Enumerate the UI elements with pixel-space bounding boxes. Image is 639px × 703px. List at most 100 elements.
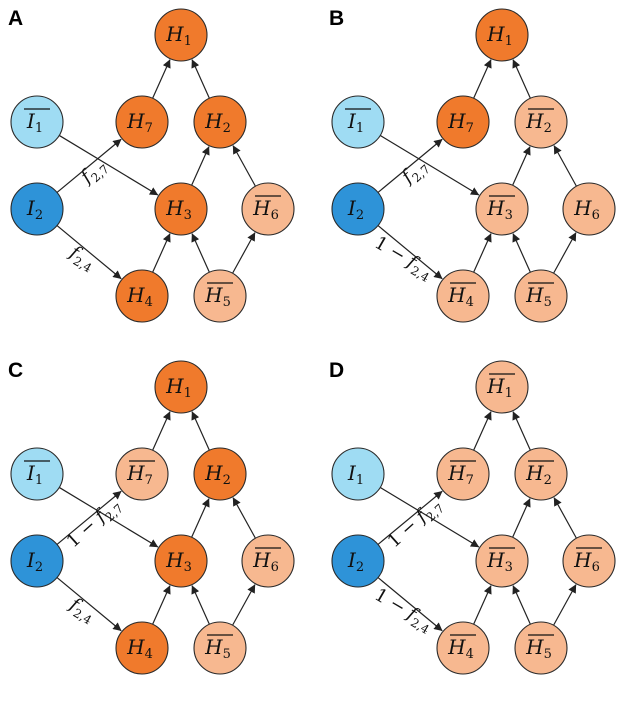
edge-label-text: f2,4 [63, 593, 99, 628]
node-h1: H1 [475, 360, 529, 414]
node-label: H2 [204, 461, 231, 488]
node-label-subscript: 5 [544, 647, 552, 662]
node-label-subscript: 7 [466, 473, 474, 488]
edge-h5-to-h3 [512, 233, 531, 273]
node-h7: H7 [436, 447, 490, 501]
node-label: H6 [252, 196, 279, 223]
node-h3: H3 [154, 182, 208, 236]
edge-h7-to-h1 [152, 411, 171, 451]
edge-label-f27: 1 − f2,7 [63, 494, 126, 554]
node-label-base: I [347, 109, 357, 133]
node-label: H5 [525, 283, 552, 310]
node-label: I1 [26, 109, 43, 136]
edge-label-f24: f2,4 [63, 593, 99, 628]
node-label-base: H [252, 548, 271, 572]
node-label: H6 [252, 548, 279, 575]
edge-h3-to-h2 [512, 498, 531, 538]
node-h2: H2 [514, 447, 568, 501]
node-circle [331, 534, 385, 588]
node-label-subscript: 7 [145, 121, 153, 136]
node-label: H6 [573, 196, 600, 223]
node-label-subscript: 2 [544, 121, 552, 136]
node-i1: I1 [10, 447, 64, 501]
node-label-subscript: 6 [271, 560, 279, 575]
edge-h5-to-h6 [553, 584, 577, 626]
node-label: H3 [486, 196, 513, 223]
edge-label-text: f2,7 [396, 154, 433, 190]
node-label-base: H [486, 22, 505, 46]
edge-i1-to-h3 [58, 486, 159, 548]
node-label: H4 [126, 635, 153, 662]
node-label-subscript: 2 [223, 473, 231, 488]
node-label-base: H [447, 109, 466, 133]
edge-label-text: 1 − f2,4 [369, 584, 437, 637]
node-label-subscript: 1 [35, 473, 43, 488]
node-label-base: H [525, 283, 544, 307]
node-h5: H5 [193, 621, 247, 675]
node-label-base: H [447, 283, 466, 307]
edge-label-f24: f2,4 [65, 241, 95, 276]
node-label-base: H [126, 109, 145, 133]
node-label: H3 [165, 196, 192, 223]
node-label-base: H [252, 196, 271, 220]
node-label-base: H [525, 109, 544, 133]
node-label-base: H [486, 548, 505, 572]
node-label-subscript: 1 [184, 34, 192, 49]
edge-label-text: 1 − f2,7 [384, 494, 447, 554]
node-h1: H1 [475, 8, 529, 62]
edge-h2-to-h1 [191, 411, 210, 451]
edge-h7-to-h1 [152, 59, 171, 99]
edge-h5-to-h6 [553, 232, 577, 274]
node-circle [154, 182, 208, 236]
edge-h6-to-h2 [553, 497, 577, 539]
node-circle [562, 182, 616, 236]
edge-i2-to-h7 [56, 490, 122, 545]
node-h5: H5 [514, 621, 568, 675]
edge-h6-to-h2 [232, 145, 256, 187]
node-label: I1 [26, 461, 43, 488]
node-label: H1 [165, 374, 192, 401]
node-label-base: I [26, 461, 36, 485]
node-circle [115, 95, 169, 149]
node-label-subscript: 5 [544, 295, 552, 310]
edge-label-f27: f2,7 [75, 162, 112, 189]
node-label-base: H [447, 461, 466, 485]
node-h5: H5 [193, 269, 247, 323]
node-label-subscript: 3 [184, 560, 192, 575]
edge-label-f24: 1 − f2,4 [369, 584, 437, 637]
edge-h4-to-h3 [473, 233, 492, 273]
node-label: I2 [26, 548, 43, 575]
node-label: H6 [573, 548, 600, 575]
node-label-subscript: 1 [505, 34, 513, 49]
node-h4: H4 [115, 269, 169, 323]
panel-letter: A [8, 7, 23, 30]
node-label-base: H [165, 548, 184, 572]
node-label-subscript: 3 [184, 208, 192, 223]
node-label-base: I [26, 196, 36, 220]
node-label: H1 [165, 22, 192, 49]
edge-label-text: 1 − f2,7 [63, 494, 126, 554]
node-label-base: I [26, 109, 36, 133]
node-label: H5 [204, 283, 231, 310]
node-label-subscript: 7 [466, 121, 474, 136]
edge-i2-to-h4 [56, 225, 122, 280]
edge-h7-to-h1 [473, 59, 492, 99]
panel-letter: B [329, 7, 344, 30]
node-label: H2 [525, 461, 552, 488]
node-circle [193, 447, 247, 501]
panel-letter: C [8, 359, 23, 382]
node-h3: H3 [154, 534, 208, 588]
edge-h5-to-h3 [191, 585, 210, 625]
edge-i2-to-h4 [377, 577, 443, 632]
node-h1: H1 [154, 8, 208, 62]
edge-h5-to-h6 [232, 232, 256, 274]
node-label-base: H [204, 635, 223, 659]
edge-h2-to-h1 [512, 411, 531, 451]
edge-h2-to-h1 [191, 59, 210, 99]
node-label-subscript: 1 [505, 386, 513, 401]
node-label: H4 [447, 283, 474, 310]
node-h1: H1 [154, 360, 208, 414]
node-label-base: I [347, 548, 357, 572]
node-h4: H4 [436, 269, 490, 323]
